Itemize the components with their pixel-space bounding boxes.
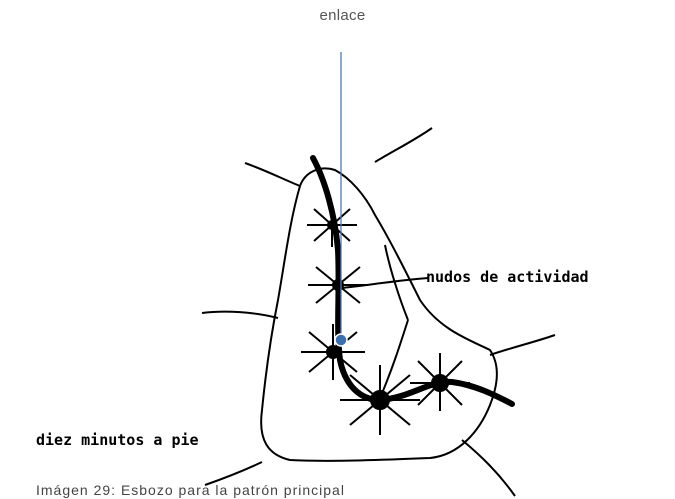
activity-node — [340, 365, 420, 435]
link-nodes-line — [342, 278, 428, 288]
inner-path-1 — [380, 320, 408, 398]
road-bottom-right — [462, 440, 515, 496]
road-left — [202, 312, 278, 318]
activity-node — [301, 324, 365, 380]
link-callout-dot[interactable] — [335, 334, 347, 346]
walking-distance-label: diez minutos a pie — [36, 431, 199, 449]
road-top-right — [375, 128, 432, 162]
activity-node — [308, 260, 368, 310]
road-top-left — [245, 163, 300, 186]
activity-nodes-label: nudos de actividad — [426, 268, 589, 286]
neighborhood-boundary — [261, 168, 497, 460]
activity-node — [410, 353, 470, 411]
road-right — [490, 335, 555, 355]
activity-node — [307, 203, 357, 247]
figure-caption: Imágen 29: Esbozo para la patrón princip… — [36, 482, 345, 498]
